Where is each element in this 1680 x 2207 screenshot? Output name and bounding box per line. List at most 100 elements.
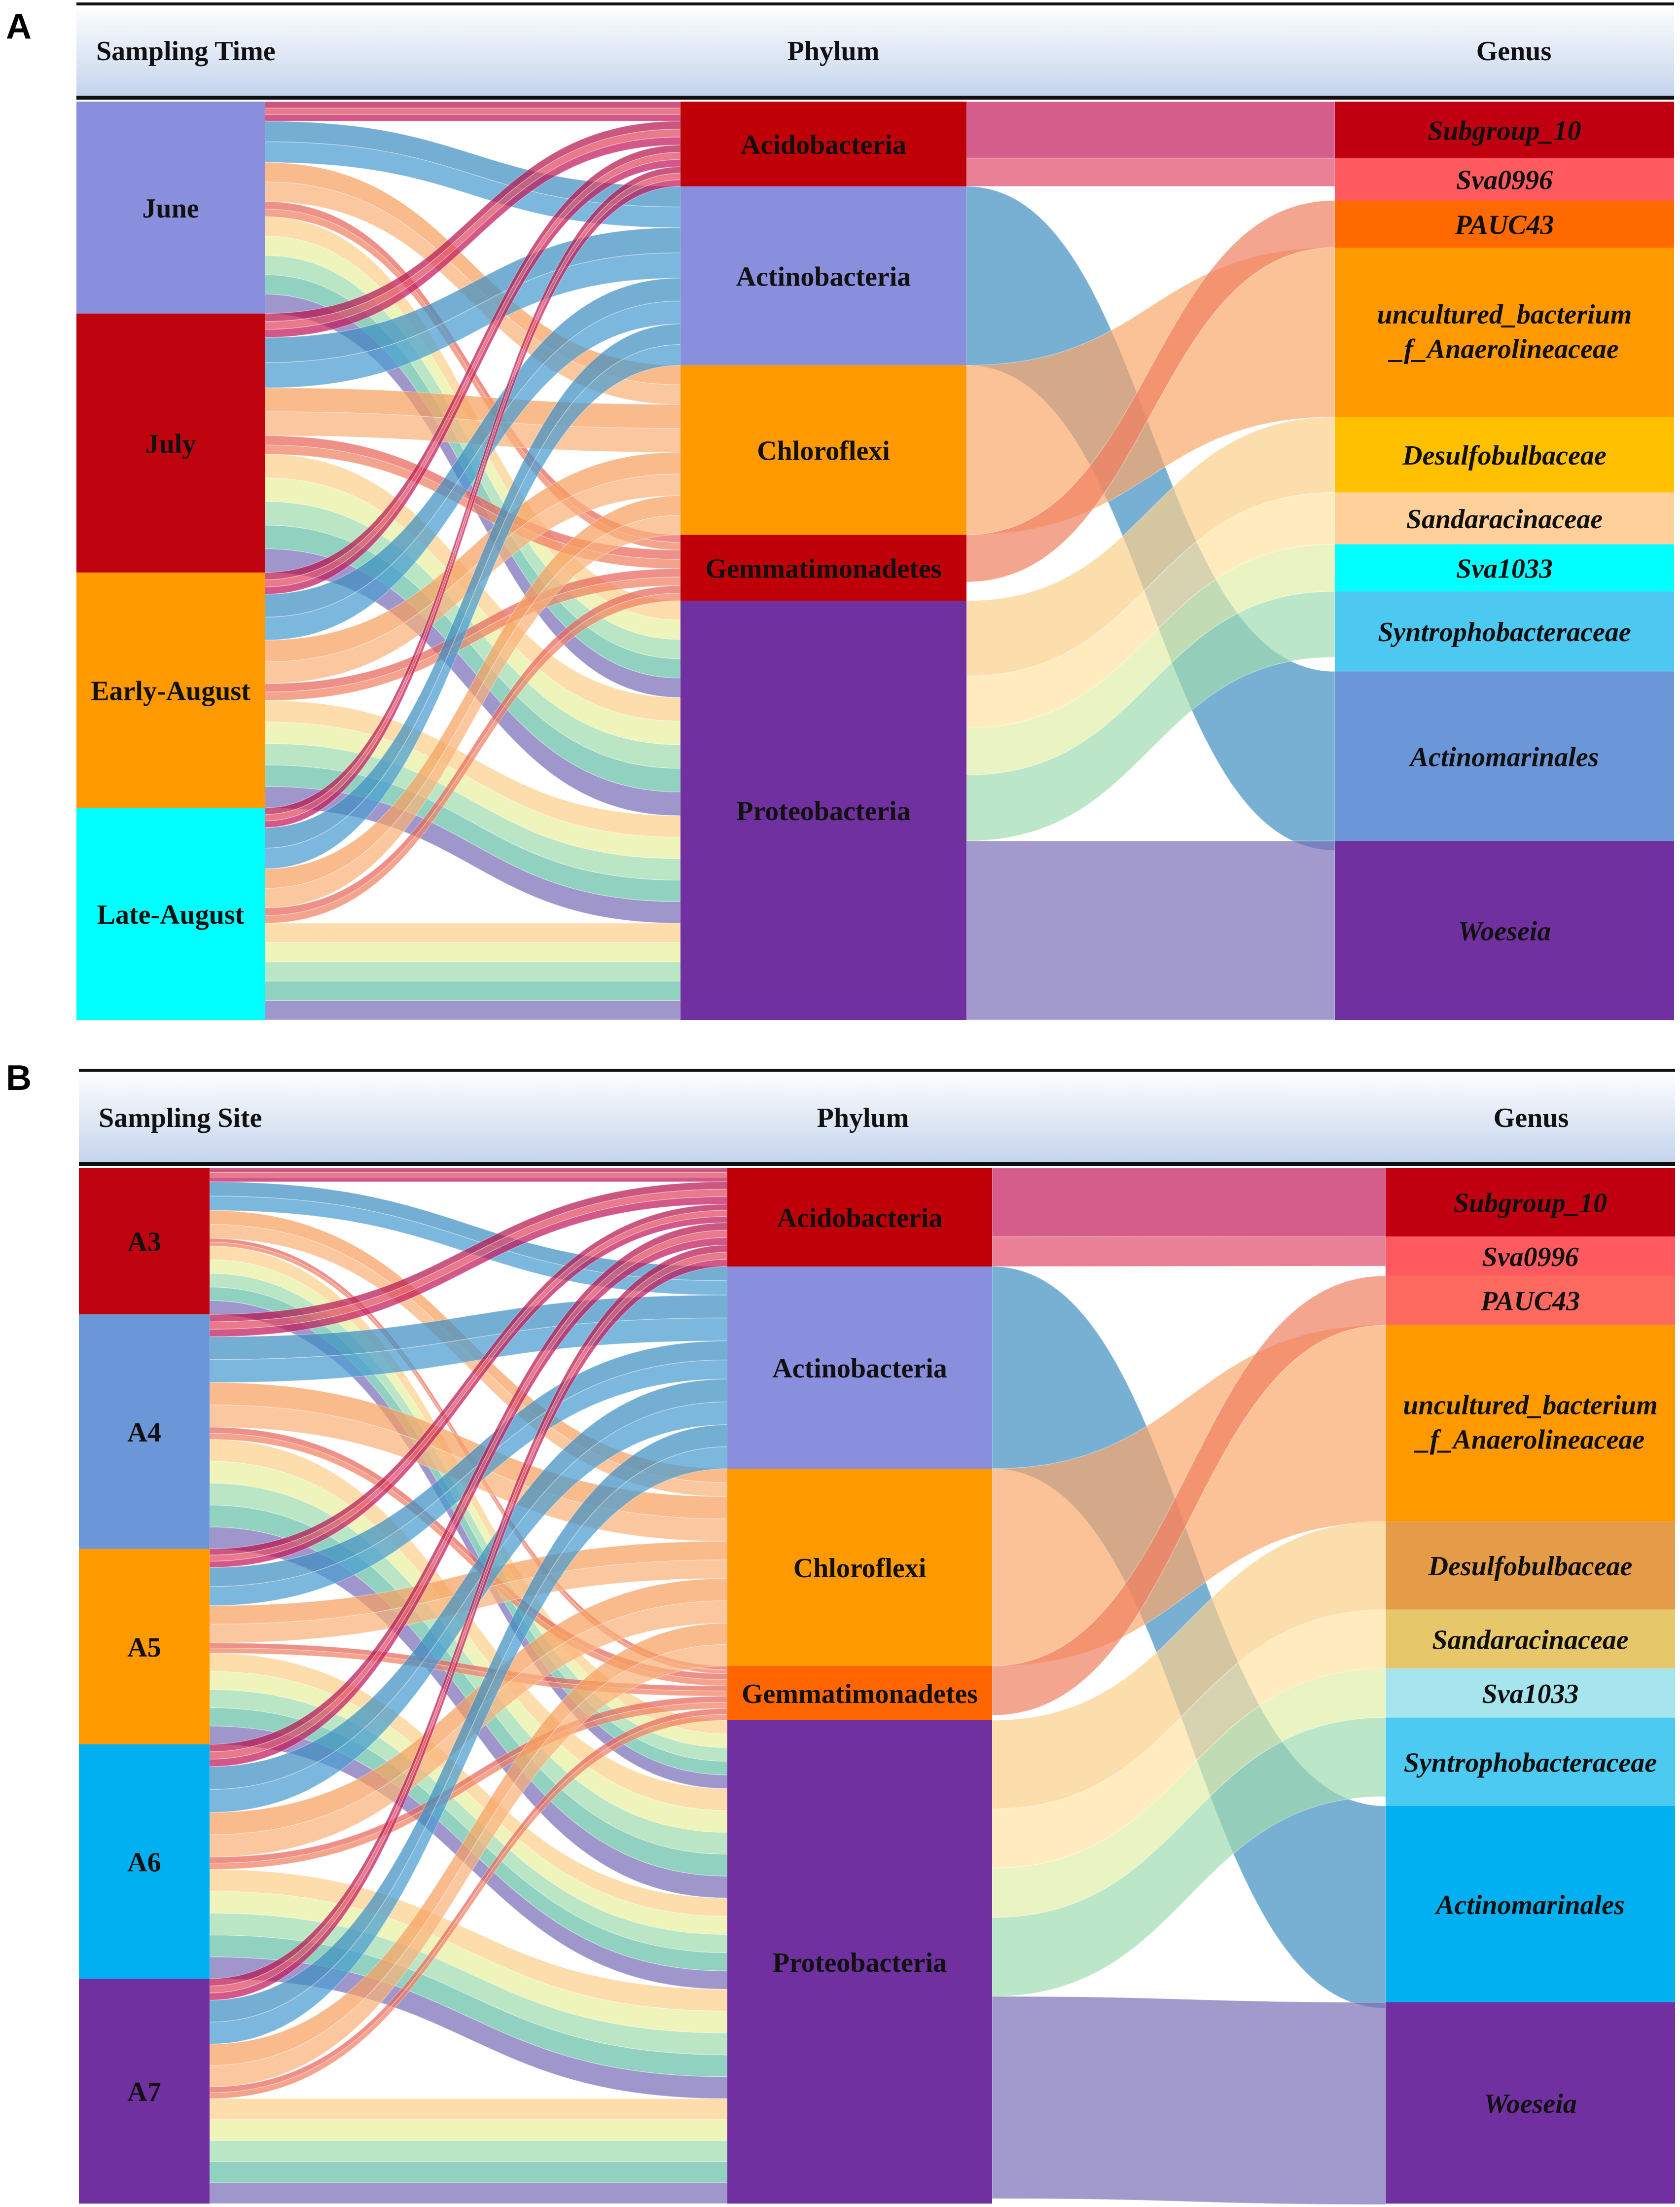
node-sample-a5-b (79, 1549, 210, 1744)
panel-a: A Sampling Time Phylum Genus JuneJulyEar… (6, 2, 1674, 1020)
node-phylum-chloroflexi-a (680, 365, 966, 535)
node-genus-desulfobulbaceae-a (1335, 417, 1674, 493)
flow-june-to-acidobacteria-0-a (264, 101, 681, 109)
node-phylum-proteobacteria-b (727, 1720, 992, 2204)
flows-sample-phylum-a (264, 101, 681, 1020)
flow-acidobacteria-to-sva0996-a (966, 157, 1335, 187)
node-genus-sandaracinaceae-a (1335, 492, 1674, 544)
flow-proteobacteria-to-woeseia-b (992, 1996, 1386, 2205)
flow-late-august-to-proteobacteria-3-a (264, 980, 681, 1001)
header-sampling-time: Sampling Time (96, 36, 276, 67)
label-sample-a7-b: A7 (127, 2077, 161, 2107)
header-phylum-a: Phylum (787, 36, 880, 67)
header-bar-a (76, 4, 1674, 98)
node-sample-a4-b (79, 1314, 210, 1549)
panel-b: B Sampling Site Phylum Genus A3A4A5A6A7A… (6, 1058, 1675, 2205)
node-genus-pauc43-b (1386, 1275, 1675, 1325)
label-phylum-acidobacteria-a: Acidobacteria (741, 130, 906, 160)
node-sample-early-august-a (76, 572, 265, 808)
label-phylum-proteobacteria-b: Proteobacteria (773, 1948, 947, 1978)
flow-late-august-to-proteobacteria-4-a (264, 1000, 681, 1020)
panel-letter-a: A (6, 7, 32, 46)
label-genus-sva1033-a: Sva1033 (1456, 553, 1553, 584)
node-genus-pauc43-a (1335, 200, 1674, 248)
node-phylum-actinobacteria-a (680, 186, 966, 365)
label-phylum-actinobacteria-b: Actinobacteria (772, 1353, 947, 1384)
header-phylum-b: Phylum (817, 1103, 909, 1133)
node-phylum-proteobacteria-a (680, 601, 966, 1020)
label-genus-desulfobulbaceae-b: Desulfobulbaceae (1428, 1551, 1633, 1582)
node-genus-syntrophobacteraceae-b (1386, 1717, 1675, 1806)
label-genus-syntrophobacteraceae-b: Syntrophobacteraceae (1404, 1747, 1657, 1778)
flow-late-august-to-proteobacteria-0-a (264, 923, 681, 943)
flow-late-august-to-proteobacteria-1-a (264, 942, 681, 963)
node-genus-syntrophobacteraceae-a (1335, 591, 1674, 672)
node-phylum-chloroflexi-b (727, 1469, 992, 1666)
node-genus-woeseia-b (1386, 2002, 1675, 2204)
label-genus-pauc43-a: PAUC43 (1454, 210, 1554, 240)
flows-phylum-genus-a (966, 101, 1335, 1020)
label-genus-woeseia-b: Woeseia (1484, 2089, 1577, 2119)
flows-sample-phylum-b (209, 1167, 728, 2204)
node-genus-sva1033-a (1335, 544, 1674, 592)
label-sample-a4-b: A4 (127, 1417, 161, 1448)
label-genus-actinomarinales-a: Actinomarinales (1409, 742, 1599, 772)
node-genus-sva0996-a (1335, 158, 1674, 201)
node-genus-sva0996-b (1386, 1236, 1675, 1276)
label-genus-woeseia-a: Woeseia (1458, 916, 1551, 947)
flows-phylum-genus-b (992, 1167, 1386, 2205)
label-genus-sandaracinaceae-b: Sandaracinaceae (1432, 1625, 1628, 1655)
flow-acidobacteria-to-sva0996-b (992, 1236, 1386, 1267)
label-phylum-actinobacteria-a: Actinobacteria (736, 261, 911, 292)
flow-a7-to-proteobacteria-3-b (209, 2161, 728, 2183)
label-genus-subgroup-10-a: Subgroup_10 (1428, 115, 1581, 146)
node-genus-subgroup-10-a (1335, 102, 1674, 158)
label-sample-june-a: June (142, 193, 199, 224)
header-bar-b (79, 1070, 1675, 1164)
label-genus-sandaracinaceae-a: Sandaracinaceae (1406, 504, 1603, 535)
node-sample-a6-b (79, 1744, 210, 1979)
flow-a7-to-proteobacteria-2-b (209, 2140, 728, 2162)
node-genus-sandaracinaceae-b (1386, 1609, 1675, 1669)
label-sample-july-a: July (145, 429, 196, 459)
flow-june-to-acidobacteria-1-a (264, 108, 681, 115)
node-genus-desulfobulbaceae-b (1386, 1521, 1675, 1610)
label-genus-pauc43-b: PAUC43 (1480, 1286, 1580, 1317)
flow-a3-to-acidobacteria-0-b (209, 1167, 728, 1173)
node-genus-uncultured-bacterium-f-anaerolineaceae-b (1386, 1325, 1675, 1521)
flow-a7-to-proteobacteria-1-b (209, 2119, 728, 2141)
node-sample-july-a (76, 313, 265, 573)
nodes-b: A3A4A5A6A7AcidobacteriaActinobacteriaChl… (79, 1168, 1675, 2204)
label-genus-desulfobulbaceae-a: Desulfobulbaceae (1402, 440, 1607, 471)
flow-june-to-acidobacteria-2-a (264, 114, 681, 122)
flow-acidobacteria-to-subgroup-10-a (966, 101, 1335, 159)
label-phylum-proteobacteria-a: Proteobacteria (736, 796, 910, 827)
flow-a7-to-proteobacteria-0-b (209, 2098, 728, 2120)
label-genus-sva1033-b: Sva1033 (1482, 1679, 1579, 1709)
node-phylum-actinobacteria-b (727, 1266, 992, 1469)
label-genus-sva0996-a: Sva0996 (1456, 165, 1553, 196)
node-sample-a7-b (79, 1979, 210, 2204)
flow-late-august-to-proteobacteria-2-a (264, 961, 681, 982)
header-genus-a: Genus (1476, 36, 1552, 67)
node-genus-woeseia-a (1335, 841, 1674, 1020)
label-phylum-chloroflexi-b: Chloroflexi (793, 1553, 927, 1584)
node-genus-actinomarinales-b (1386, 1806, 1675, 2002)
label-sample-a5-b: A5 (127, 1632, 161, 1663)
node-genus-sva1033-b (1386, 1668, 1675, 1718)
label-genus-sva0996-b: Sva0996 (1482, 1242, 1579, 1272)
label-genus-subgroup-10-b: Subgroup_10 (1454, 1188, 1607, 1219)
header-sampling-site: Sampling Site (99, 1103, 262, 1133)
label-phylum-acidobacteria-b: Acidobacteria (777, 1203, 943, 1233)
flow-proteobacteria-to-woeseia-a (966, 840, 1335, 1020)
label-sample-early-august-a: Early-August (91, 676, 250, 707)
node-phylum-gemmatimonadetes-a (680, 535, 966, 601)
label-genus-uncultured-bacterium-f-anaerolineaceae-a: uncultured_bacterium_f_Anaerolineaceae (1377, 299, 1632, 364)
node-sample-a3-b (79, 1168, 210, 1315)
flow-a7-to-proteobacteria-4-b (209, 2182, 728, 2204)
label-phylum-gemmatimonadetes-b: Gemmatimonadetes (742, 1679, 978, 1709)
label-genus-actinomarinales-b: Actinomarinales (1434, 1890, 1625, 1920)
node-genus-uncultured-bacterium-f-anaerolineaceae-a (1335, 248, 1674, 417)
flow-a3-to-acidobacteria-1-b (209, 1172, 728, 1178)
